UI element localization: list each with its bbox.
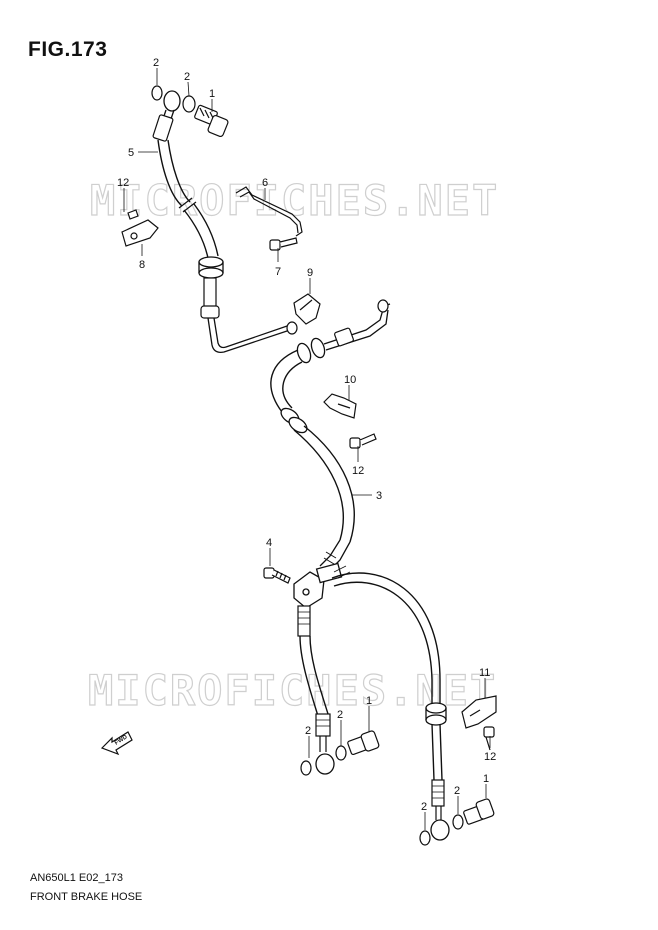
callout-7: 7 [275,266,281,278]
forward-direction-arrow: FWD [100,731,133,756]
callout-2: 2 [454,785,460,797]
callout-1: 1 [483,773,489,785]
banjo-bolt-lower-left [300,730,380,776]
callout-11: 11 [479,667,490,679]
upper-brake-hose [152,90,298,353]
diagram-caption: FRONT BRAKE HOSE [30,891,143,903]
watermark-upper: MICROFICHES.NET [90,176,499,225]
callout-12: 12 [117,177,129,189]
callout-labels: 2 2 1 5 12 8 6 7 9 10 12 3 4 2 2 1 11 12… [117,57,496,813]
hose-junction [293,562,343,609]
callout-9: 9 [307,267,313,279]
bracket-11 [461,695,497,729]
callout-3: 3 [376,490,382,502]
callout-6: 6 [262,177,268,189]
callout-12: 12 [352,465,364,477]
figure-title: FIG.173 [28,38,108,61]
right-lower-brake-hose [331,565,450,841]
clip-10 [323,393,357,419]
callout-12: 12 [484,751,496,763]
bolt-7 [269,237,298,251]
left-lower-brake-hose [297,605,335,775]
callout-4: 4 [266,537,272,549]
callout-2: 2 [153,57,159,69]
callout-1: 1 [366,695,372,707]
bolt-12-middle [349,433,377,449]
callout-2: 2 [305,725,311,737]
bolt-4 [263,567,291,584]
callout-1: 1 [209,88,215,100]
clip-6 [235,186,303,237]
bracket-8 [121,209,159,247]
callout-2: 2 [184,71,190,83]
clip-9 [293,293,321,325]
middle-brake-hose [270,299,391,573]
diagram-code: AN650L1 E02_173 [30,872,123,884]
bolt-12-lower [483,726,495,751]
callout-8: 8 [139,259,145,271]
callout-2: 2 [337,709,343,721]
callout-10: 10 [344,374,356,386]
callout-2: 2 [421,801,427,813]
banjo-bolt-lower-right [419,798,495,846]
callout-leaders [123,68,491,830]
callout-5: 5 [128,147,134,159]
